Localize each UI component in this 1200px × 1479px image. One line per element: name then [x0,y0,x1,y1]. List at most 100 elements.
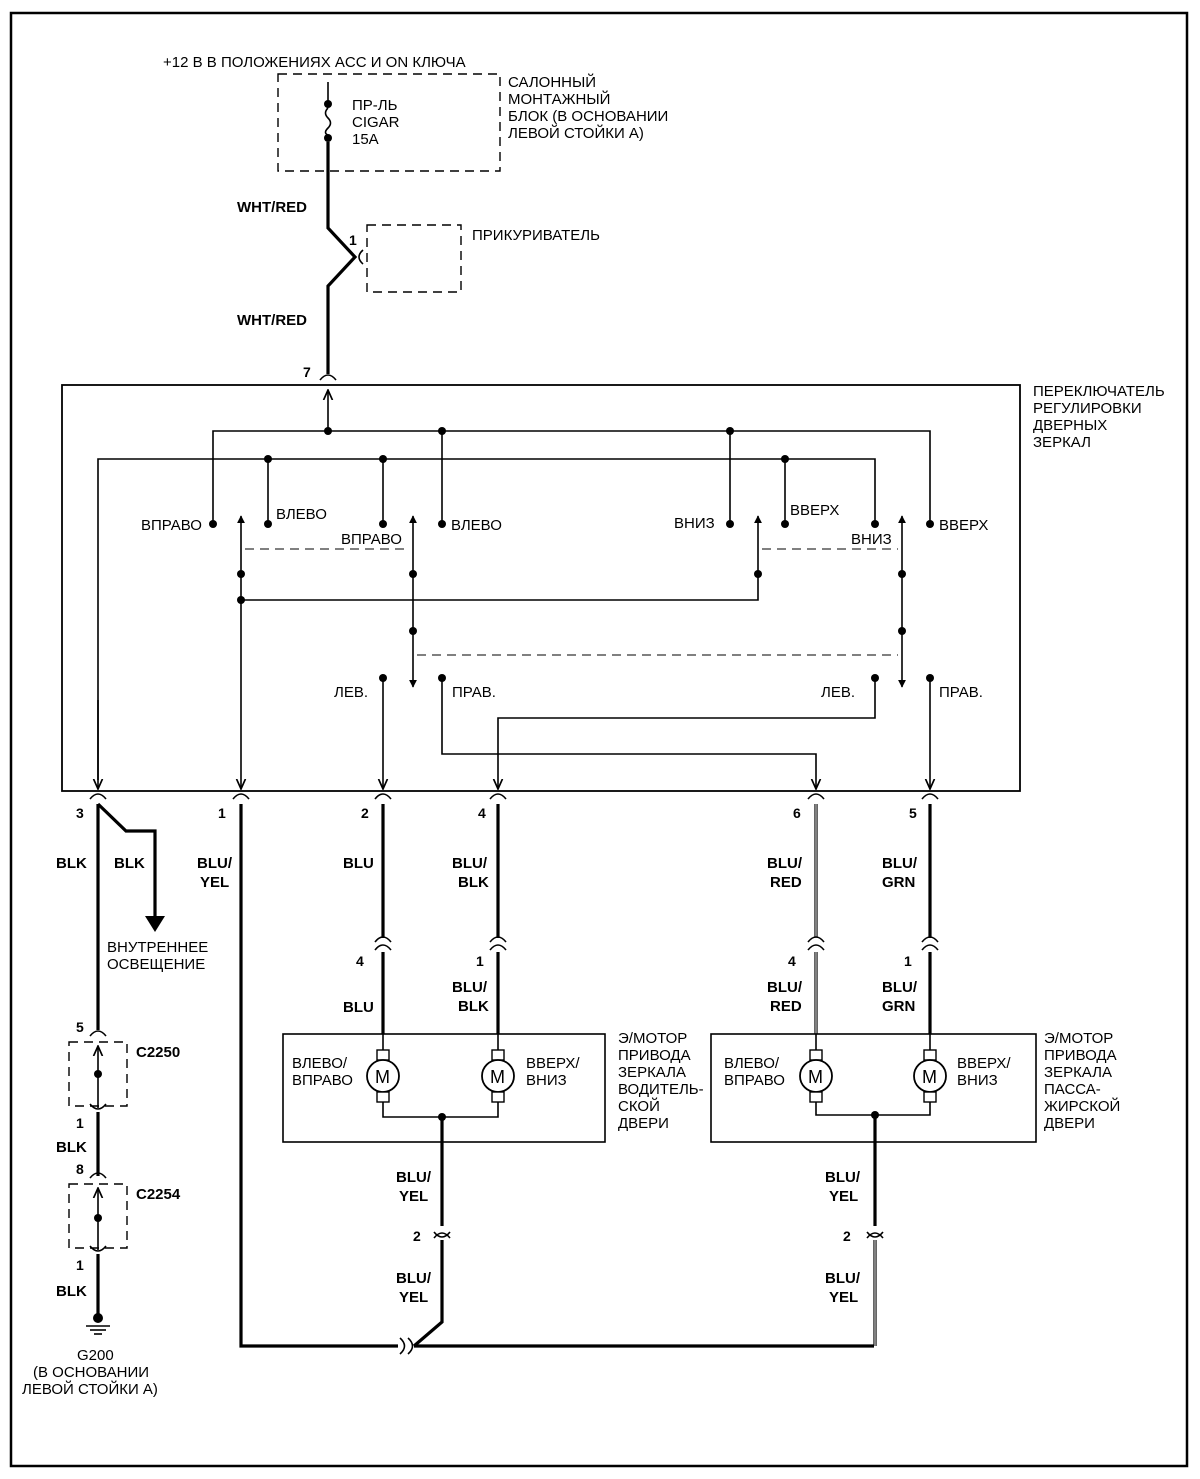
wire-label-pin1-1: BLU/ [197,855,233,872]
wire-label-blk-branch: BLK [114,855,145,872]
switch-label: ПЕРЕКЛЮЧАТЕЛЬ РЕГУЛИРОВКИ ДВЕРНЫХ ЗЕРКАЛ [1033,383,1165,451]
svg-text:ЛЕВОЙ СТОЙКИ А): ЛЕВОЙ СТОЙКИ А) [22,1380,158,1398]
lighter-label: ПРИКУРИВАТЕЛЬ [472,227,600,244]
svg-text:1: 1 [904,953,912,969]
wire-label-blk-mid: BLK [56,1139,87,1156]
passenger-return-connector: 2 [843,1228,884,1244]
splice-bottom [399,1337,414,1355]
wire-label-wht-red-1: WHT/RED [237,199,307,216]
svg-text:ПР-ЛЬ: ПР-ЛЬ [352,97,398,114]
lighter-pin: 1 [349,232,357,248]
svg-text:ПАССА-: ПАССА- [1044,1081,1101,1098]
fuse-block: ПР-ЛЬ CIGAR 15A [277,73,501,172]
svg-text:ДВЕРНЫХ: ДВЕРНЫХ [1033,417,1107,434]
driver-motor-ud-symbol: M [490,1067,505,1087]
svg-text:ВЛЕВО/: ВЛЕВО/ [724,1055,780,1072]
passenger-motor-label: Э/МОТОР ПРИВОДА ЗЕРКАЛА ПАССА- ЖИРСКОЙ Д… [1044,1030,1120,1132]
wire-label-driver-left: BLU [343,999,374,1016]
wire-label-pass-ret-2: YEL [829,1188,858,1205]
wire-label-pin4-1: BLU/ [452,855,488,872]
driver-motor-right-label: ВВЕРХ/ ВНИЗ [526,1055,580,1089]
label-vpravo-1: ВПРАВО [141,517,202,534]
driver-return-connector: 2 [413,1228,451,1244]
svg-text:ВПРАВО: ВПРАВО [724,1072,785,1089]
mirror-switch: 7 ВПРАВО ВЛЕВО ВПРАВО ВЛЕВО ВНИЗ ВВЕРХ В… [61,364,1021,800]
svg-text:1: 1 [76,1115,84,1131]
svg-text:1: 1 [76,1257,84,1273]
svg-text:ДВЕРИ: ДВЕРИ [618,1115,669,1132]
svg-text:Э/МОТОР: Э/МОТОР [618,1030,687,1047]
svg-text:ЗЕРКАЛ: ЗЕРКАЛ [1033,434,1091,451]
wire-label-blk-bottom: BLK [56,1283,87,1300]
wire-label-pin2: BLU [343,855,374,872]
svg-text:ЖИРСКОЙ: ЖИРСКОЙ [1044,1097,1120,1115]
connector-c2254: 8 1 [68,1161,128,1273]
svg-text:ДВЕРИ: ДВЕРИ [1044,1115,1095,1132]
svg-text:(В ОСНОВАНИИ: (В ОСНОВАНИИ [33,1364,149,1381]
wire-blu-yel-pin1 [239,804,398,1348]
label-lev-2: ЛЕВ. [821,684,855,701]
fuse-block-label: САЛОННЫЙ МОНТАЖНЫЙ БЛОК (В ОСНОВАНИИ ЛЕВ… [508,73,668,142]
label-vniz-2: ВНИЗ [851,531,892,548]
wire-label-driver-ret-1: BLU/ [396,1169,432,1186]
wire-label-wht-red-2: WHT/RED [237,312,307,329]
label-vpravo-2: ВПРАВО [341,531,402,548]
ground-symbol [86,1313,110,1335]
wire-blk-branch [96,802,157,918]
interior-light-arrow [145,916,165,932]
wire-label-pass-ret-1: BLU/ [825,1169,861,1186]
wire-label-pin5-1: BLU/ [882,855,918,872]
svg-text:ЗЕРКАЛА: ЗЕРКАЛА [1044,1064,1112,1081]
wire-label-pin4-2: BLK [458,874,489,891]
svg-text:РЕГУЛИРОВКИ: РЕГУЛИРОВКИ [1033,400,1142,417]
ground-label: (В ОСНОВАНИИ ЛЕВОЙ СТОЙКИ А) [22,1364,158,1398]
passenger-motor-right-label: ВВЕРХ/ ВНИЗ [957,1055,1011,1089]
svg-text:ВОДИТЕЛЬ-: ВОДИТЕЛЬ- [618,1081,704,1098]
svg-text:ВНИЗ: ВНИЗ [526,1072,567,1089]
svg-text:ОСВЕЩЕНИЕ: ОСВЕЩЕНИЕ [107,956,205,973]
passenger-motor-lr-symbol: M [808,1067,823,1087]
label-lev-1: ЛЕВ. [334,684,368,701]
svg-text:САЛОННЫЙ: САЛОННЫЙ [508,73,596,91]
label-vverh-2: ВВЕРХ [939,517,988,534]
label-vlevo-1: ВЛЕВО [276,506,327,523]
svg-text:2: 2 [843,1228,851,1244]
svg-text:5: 5 [909,805,917,821]
switch-pin-numbers: 3 1 2 4 6 5 [76,805,917,821]
svg-text:2: 2 [413,1228,421,1244]
svg-text:БЛОК (В ОСНОВАНИИ: БЛОК (В ОСНОВАНИИ [508,108,668,125]
svg-text:ВВЕРХ/: ВВЕРХ/ [957,1055,1011,1072]
svg-text:4: 4 [788,953,796,969]
driver-motor-lr-symbol: M [375,1067,390,1087]
svg-text:ПРИВОДА: ПРИВОДА [618,1047,691,1064]
driver-mirror-motor: M M [282,1033,606,1143]
svg-text:8: 8 [76,1161,84,1177]
wire-label-pin1-2: YEL [200,874,229,891]
wire-label-pin6-1: BLU/ [767,855,803,872]
wire-label-driver-ret-3: BLU/ [396,1270,432,1287]
wire-label-driver-right-2: BLK [458,998,489,1015]
fuse-label: ПР-ЛЬ CIGAR 15A [352,97,400,148]
svg-text:ВНУТРЕННЕЕ: ВНУТРЕННЕЕ [107,939,208,956]
driver-connector: 4 1 [356,936,507,969]
wire-label-pass-right-1: BLU/ [882,979,918,996]
wire-label-pass-left-1: BLU/ [767,979,803,996]
wire-label-driver-right-1: BLU/ [452,979,488,996]
driver-motor-label: Э/МОТОР ПРИВОДА ЗЕРКАЛА ВОДИТЕЛЬ- СКОЙ Д… [618,1030,704,1132]
ground-name: G200 [77,1347,114,1364]
wire-label-pass-ret-3: BLU/ [825,1270,861,1287]
svg-text:4: 4 [478,805,486,821]
wire-label-pin5-2: GRN [882,874,915,891]
svg-text:ВНИЗ: ВНИЗ [957,1072,998,1089]
driver-motor-left-label: ВЛЕВО/ ВПРАВО [292,1055,353,1089]
svg-text:15A: 15A [352,131,379,148]
label-prav-1: ПРАВ. [452,684,496,701]
svg-text:Э/МОТОР: Э/МОТОР [1044,1030,1113,1047]
svg-text:ВПРАВО: ВПРАВО [292,1072,353,1089]
svg-text:6: 6 [793,805,801,821]
interior-light-label: ВНУТРЕННЕЕ ОСВЕЩЕНИЕ [107,939,208,973]
passenger-motor-ud-symbol: M [922,1067,937,1087]
c2254-label: C2254 [136,1186,181,1203]
wire-label-pass-ret-4: YEL [829,1289,858,1306]
